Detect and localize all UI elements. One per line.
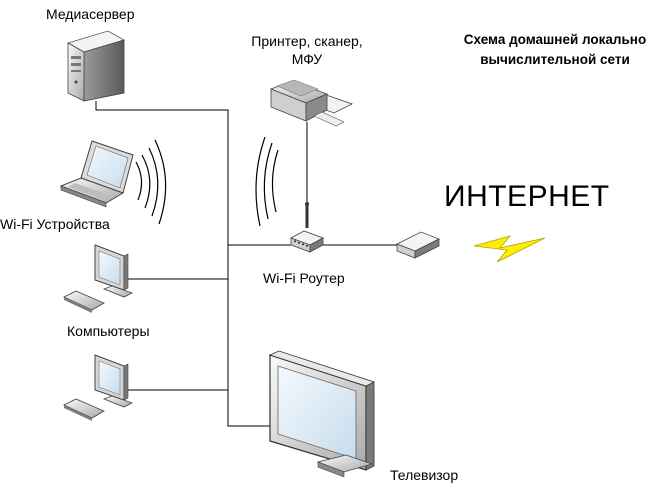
connections — [95, 101, 398, 427]
printer-label-line2: МФУ — [291, 51, 323, 67]
tv-label: Телевизор — [390, 467, 459, 483]
computer-1-icon — [63, 244, 134, 313]
internet-lightning-icon — [473, 235, 546, 263]
internet-label: ИНТЕРНЕТ — [444, 180, 610, 213]
media-server-label: Медиасервер — [46, 6, 135, 22]
modem-icon — [396, 231, 440, 259]
router-icon — [290, 202, 324, 253]
diagram-title: Схема домашней локально вычислительной с… — [440, 30, 670, 70]
printer-label-line1: Принтер, сканер, — [251, 33, 363, 49]
router-label: Wi-Fi Роутер — [263, 270, 345, 286]
printer-icon — [269, 79, 354, 127]
tv-icon — [268, 350, 376, 478]
laptop-wifi-waves-icon — [135, 139, 167, 225]
computer-2-icon — [63, 354, 134, 421]
computers-label: Компьютеры — [67, 323, 150, 339]
media-server-link — [95, 101, 272, 427]
printer-wifi-waves-icon — [255, 136, 279, 227]
media-server-icon — [66, 30, 126, 102]
title-text: Схема домашней локально вычислительной с… — [463, 32, 647, 67]
laptop-icon — [59, 140, 134, 208]
wifi-devices-label: Wi-Fi Устройства — [0, 216, 110, 232]
